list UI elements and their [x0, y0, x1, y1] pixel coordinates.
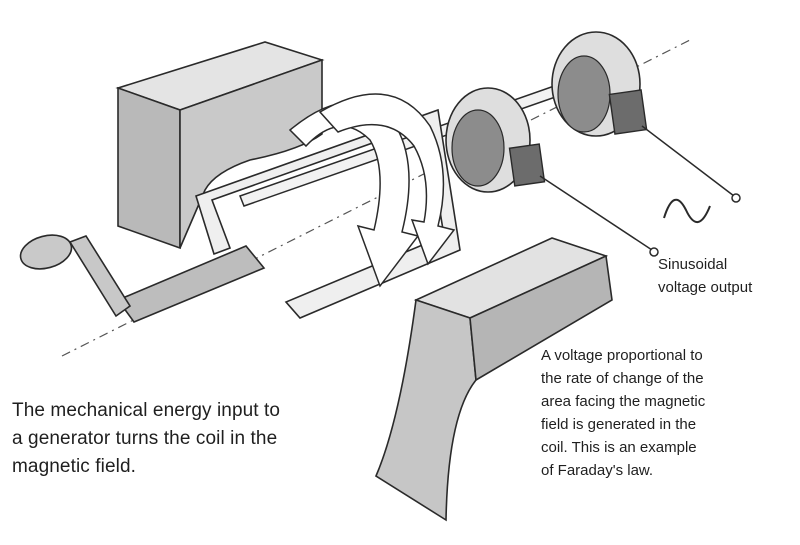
terminal-1 — [650, 248, 658, 256]
brush-1 — [510, 144, 545, 186]
caption-faraday-law: A voltage proportional to the rate of ch… — [541, 344, 705, 482]
caption-mechanical-energy: The mechanical energy input to a generat… — [12, 397, 280, 481]
slip-ring-2-inner — [558, 56, 610, 132]
crank-arm — [118, 246, 264, 322]
caption-sinusoidal-output: Sinusoidal voltage output — [658, 253, 752, 299]
crank-lever — [70, 236, 130, 316]
output-lead-2 — [642, 126, 734, 196]
magnet-pole-right — [376, 300, 476, 520]
terminal-2 — [732, 194, 740, 202]
brush-2 — [609, 90, 646, 134]
slip-ring-1-inner — [452, 110, 504, 186]
sine-wave-icon — [664, 200, 710, 222]
crank-knob — [17, 230, 76, 274]
magnet-pole-left — [118, 88, 180, 248]
